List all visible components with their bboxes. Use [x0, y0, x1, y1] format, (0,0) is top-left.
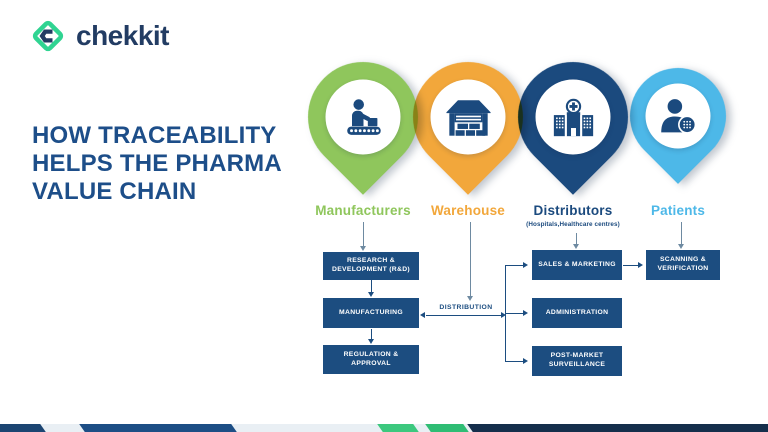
stub-to-sales-head — [523, 261, 528, 268]
pin-warehouse — [390, 39, 546, 195]
page-title: HOW TRACEABILITY HELPS THE PHARMA VALUE … — [32, 122, 312, 206]
connector-patients-line — [681, 222, 682, 244]
bottom-bar-segment-4 — [425, 424, 469, 432]
stub-to-post-market — [505, 361, 524, 362]
stage-label-patients: Patients — [650, 203, 706, 218]
warehouse-icon — [445, 100, 491, 136]
distribution-label: DISTRIBUTION — [439, 304, 493, 311]
pin-manufacturers — [285, 39, 441, 195]
chekkit-logo: chekkit — [28, 16, 170, 56]
connector-distributors-arrowhead — [572, 244, 579, 249]
connector-patients-arrowhead — [677, 244, 684, 249]
pin-circle-distributors — [535, 79, 611, 155]
bottom-bar-segment-3 — [377, 424, 419, 432]
arrow-manufacturing-to-regulation-head — [367, 339, 374, 344]
flow-box-administration: ADMINISTRATION — [532, 298, 622, 328]
flow-box-sales: SALES & MARKETING — [532, 250, 622, 280]
stub-to-administration-head — [523, 309, 528, 316]
pin-circle-manufacturers — [325, 79, 401, 155]
pin-distributors — [495, 39, 651, 195]
title-line-3: VALUE CHAIN — [32, 178, 197, 205]
bottom-bar-segment-5 — [467, 424, 768, 432]
logo-wordmark: chekkit — [76, 20, 170, 51]
arrow-rnd-to-manufacturing-head — [367, 292, 374, 297]
title-line-2: HELPS THE PHARMA — [32, 150, 282, 177]
bottom-bar-segment-2 — [79, 424, 237, 432]
distribution-double-arrow-line — [426, 315, 502, 316]
arrow-sales-to-scanning — [623, 265, 639, 266]
hospital-icon — [553, 98, 593, 137]
arrow-sales-to-scanning-head — [638, 261, 643, 268]
connector-warehouse-arrowhead — [466, 296, 473, 301]
stub-to-administration — [505, 313, 524, 314]
flow-box-scanning: SCANNING & VERIFICATION — [646, 250, 720, 280]
pin-circle-warehouse — [430, 79, 506, 155]
arrow-rnd-to-manufacturing — [371, 280, 372, 292]
conveyor-worker-icon — [346, 98, 381, 135]
stub-to-sales — [505, 265, 524, 266]
arrow-manufacturing-to-regulation — [371, 329, 372, 339]
distribution-arrowhead-right — [501, 311, 506, 318]
patient-globe-icon — [660, 99, 696, 134]
stage-label-manufacturers: Manufacturers — [315, 203, 411, 218]
flow-box-regulation: REGULATION & APPROVAL — [323, 345, 419, 374]
flow-box-post-market: POST-MARKET SURVEILLANCE — [532, 346, 622, 376]
connector-manufacturers-arrowhead — [359, 246, 366, 251]
stage-label-distributors: Distributors — [533, 203, 613, 218]
pin-patients — [610, 48, 746, 184]
title-line-1: HOW TRACEABILITY — [32, 122, 277, 149]
chekkit-logo-icon — [32, 20, 64, 52]
connector-distributors-line — [576, 233, 577, 244]
connector-warehouse-line — [470, 222, 471, 296]
stage-label-warehouse: Warehouse — [430, 203, 506, 218]
stage-sublabel-distributors: (Hospitals,Healthcare centres) — [526, 221, 620, 228]
distribution-arrowhead-left — [420, 311, 425, 318]
connector-manufacturers-line — [363, 222, 364, 246]
pin-circle-patients — [645, 83, 711, 149]
bottom-bar-segment-1 — [0, 424, 46, 432]
stub-to-post-market-head — [523, 357, 528, 364]
flow-box-rnd: RESEARCH & DEVELOPMENT (R&D) — [323, 252, 419, 280]
flow-box-manufacturing: MANUFACTURING — [323, 298, 419, 328]
